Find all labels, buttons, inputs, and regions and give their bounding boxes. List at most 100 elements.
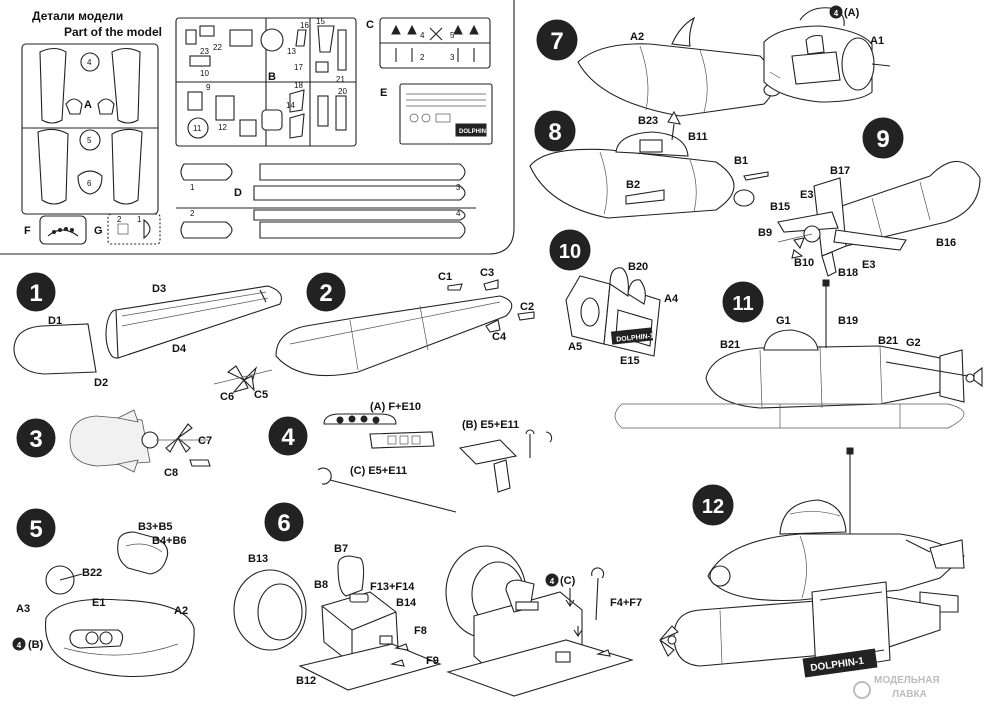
step-1-label: D1 (48, 315, 62, 327)
step-6-label: (C) (560, 575, 576, 587)
step-6: 6 B13 B7 B8 F13+F14 B14 F8 F9 B12 4 (C) … (233, 502, 642, 697)
step-7-label: A1 (870, 35, 884, 47)
sprue-d-num: 1 (190, 183, 195, 192)
step-6-label: B12 (296, 675, 316, 687)
sprue-c-num: 2 (420, 53, 425, 62)
watermark: МОДЕЛЬНАЯ ЛАВКА (853, 675, 940, 700)
sprue-b-num: 15 (316, 17, 325, 26)
step-10: 10 DOLPHIN-1 B20 A4 A5 E15 (549, 229, 679, 367)
sprue-a: A 4 5 6 (21, 43, 159, 215)
sprue-b: B 22 23 13 16 15 17 21 18 10 9 20 11 12 … (175, 17, 357, 147)
watermark-line1: МОДЕЛЬНАЯ (874, 675, 940, 686)
step-7-label: A2 (630, 31, 644, 43)
step-5: 5 B3+B5 B4+B6 B22 E1 A3 A2 4 (B) (12, 508, 195, 678)
step-11-label: B21 (720, 339, 740, 351)
sprue-d-num: 2 (190, 209, 195, 218)
sprue-g-num: 1 (137, 215, 142, 224)
step-6-number: 6 (277, 510, 290, 537)
sprue-c-num: 5 (450, 31, 455, 40)
step-9-label: E3 (862, 259, 875, 271)
step-12: 12 DOLPHIN-1 (659, 447, 965, 678)
parts-header-en: Part of the model (64, 25, 162, 39)
step-11-label: B21 (878, 335, 898, 347)
step-9-label: B10 (794, 257, 814, 269)
step-11-number: 11 (732, 293, 753, 315)
step-10-label: A5 (568, 341, 582, 353)
step-6-label: F9 (426, 655, 439, 667)
sprue-b-num: 13 (287, 47, 296, 56)
step-2-label: C6 (220, 391, 234, 403)
step-6-label: B8 (314, 579, 328, 591)
step-12-number: 12 (702, 496, 724, 518)
step-5-label: (B) (28, 639, 44, 651)
step-1-number: 1 (29, 280, 42, 307)
sprue-e: E DOLPHIN-1 (380, 83, 493, 145)
step-6-label: F4+F7 (610, 597, 642, 609)
step-3-label: C7 (198, 435, 212, 447)
step-10-plate: DOLPHIN-1 (616, 333, 654, 344)
sprue-g: G 2 1 (94, 213, 161, 245)
step-4-number: 4 (281, 424, 295, 451)
step-6-ref-4: 4 (550, 577, 555, 586)
sprue-a-num: 5 (87, 136, 92, 145)
sprue-d: D 1 2 3 4 (176, 163, 476, 239)
sprue-c-letter: C (366, 19, 374, 31)
step-5-number: 5 (29, 516, 42, 543)
step-9-label: B9 (758, 227, 772, 239)
sprue-c: C 4 5 2 3 (366, 17, 491, 69)
step-2-label: C5 (254, 389, 268, 401)
sprue-b-letter: B (268, 71, 276, 83)
parts-header-ru: Детали модели (32, 9, 123, 23)
step-10-label: A4 (664, 293, 679, 305)
step-6-label: F8 (414, 625, 427, 637)
sprue-b-num: 17 (294, 63, 303, 72)
step-9-label: B18 (838, 267, 858, 279)
sprue-b-num: 14 (286, 101, 295, 110)
step-9-label: B15 (770, 201, 790, 213)
step-6-label: B14 (396, 597, 417, 609)
step-2-number: 2 (319, 280, 332, 307)
step-8-label: B23 (638, 115, 658, 127)
step-3-label: C8 (164, 467, 178, 479)
step-7-ref-4: 4 (834, 9, 839, 18)
step-9-number: 9 (876, 126, 889, 153)
sprue-d-letter: D (234, 187, 242, 199)
step-2-label: C3 (480, 267, 494, 279)
step-3: 3 C7 C8 (16, 409, 212, 479)
step-9-label: B17 (830, 165, 850, 177)
watermark-logo-icon (853, 681, 871, 699)
sprue-b-num: 12 (218, 123, 227, 132)
step-6-label: F13+F14 (370, 581, 415, 593)
step-11-label: B19 (838, 315, 858, 327)
step-1-label: D3 (152, 283, 166, 295)
step-2-label: C4 (492, 331, 507, 343)
sprue-b-num: 10 (200, 69, 209, 78)
sprue-a-num: 6 (87, 179, 92, 188)
sprue-c-num: 4 (420, 31, 425, 40)
sprue-a-letter: A (84, 99, 92, 111)
step-5-label: B4+B6 (152, 535, 187, 547)
sprue-d-num: 3 (456, 183, 461, 192)
step-9: 9 B17 E3 B15 B9 B10 B18 E3 B16 (758, 117, 981, 279)
step-7: 7 A2 A1 4 (A) (536, 5, 891, 117)
step-5-ref-4: 4 (17, 641, 22, 650)
step-10-number: 10 (559, 241, 581, 263)
step-5-label: E1 (92, 597, 105, 609)
step-10-label: E15 (620, 355, 640, 367)
step-6-label: B13 (248, 553, 268, 565)
step-8: 8 B23 B11 B1 B2 (529, 110, 769, 219)
sprue-c-num: 3 (450, 53, 455, 62)
sprue-g-num: 2 (117, 215, 122, 224)
step-2-label: C1 (438, 271, 452, 283)
sprue-b-num: 20 (338, 87, 347, 96)
sprue-f: F (24, 215, 87, 245)
step-7-number: 7 (550, 28, 563, 55)
step-8-number: 8 (548, 119, 561, 146)
sprue-b-num: 21 (336, 75, 345, 84)
sprue-e-plate: DOLPHIN-1 (459, 129, 492, 135)
sprue-g-letter: G (94, 225, 103, 237)
step-11-label: G2 (906, 337, 921, 349)
step-11-label: G1 (776, 315, 791, 327)
step-5-label: A2 (174, 605, 188, 617)
step-8-label: B11 (688, 131, 708, 143)
